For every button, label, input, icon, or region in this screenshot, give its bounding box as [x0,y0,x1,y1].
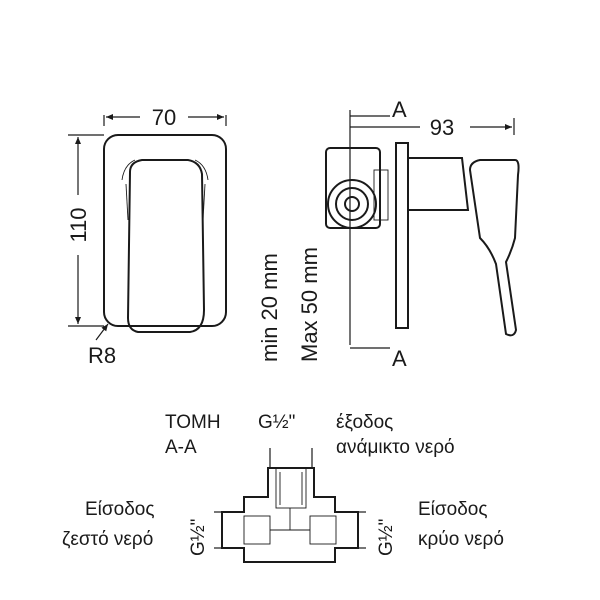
section-title-2: A-A [165,437,197,458]
cover-plate [103,134,227,327]
section-a-bottom: A [392,346,407,371]
left-inlet-label-2: ζεστό νερό [62,529,153,550]
height-label: 110 [66,207,91,242]
side-view: A 93 A min 20 mm Max 50 mm [257,97,520,371]
right-inlet-label-2: κρύο νερό [418,529,504,550]
width-dimension: 70 [103,105,227,130]
front-view: 70 110 R8 [66,105,227,368]
wall-plate [395,142,409,329]
max-depth-label: Max 50 mm [297,247,322,362]
min-depth-label: min 20 mm [257,253,282,362]
width-label: 70 [152,105,176,130]
height-dimension: 110 [66,134,104,327]
right-inlet-label-1: Είσοδος [418,499,488,520]
depth-dimension: 93 [350,115,515,140]
radius-label: R8 [88,343,116,368]
right-thread-label: G½" [376,519,397,556]
section-a-top: A [392,97,407,122]
left-thread-label: G½" [188,519,209,556]
inlet-ring [327,179,377,229]
top-thread-label: G½" [258,412,295,433]
tee-fitting [221,467,359,563]
left-inlet-label-1: Είσοδος [85,499,155,520]
depth-label: 93 [430,115,454,140]
outlet-label-2: ανάμικτο νερό [336,437,455,458]
lever-side [468,159,520,337]
radius-callout: R8 [88,323,116,368]
section-view: ΤΟΜΗ A-A G½" έξοδος ανάμικτο νερό Είσοδο… [62,412,504,563]
lever-handle [126,159,206,333]
section-title-1: ΤΟΜΗ [165,412,221,433]
outlet-label-1: έξοδος [336,412,393,433]
